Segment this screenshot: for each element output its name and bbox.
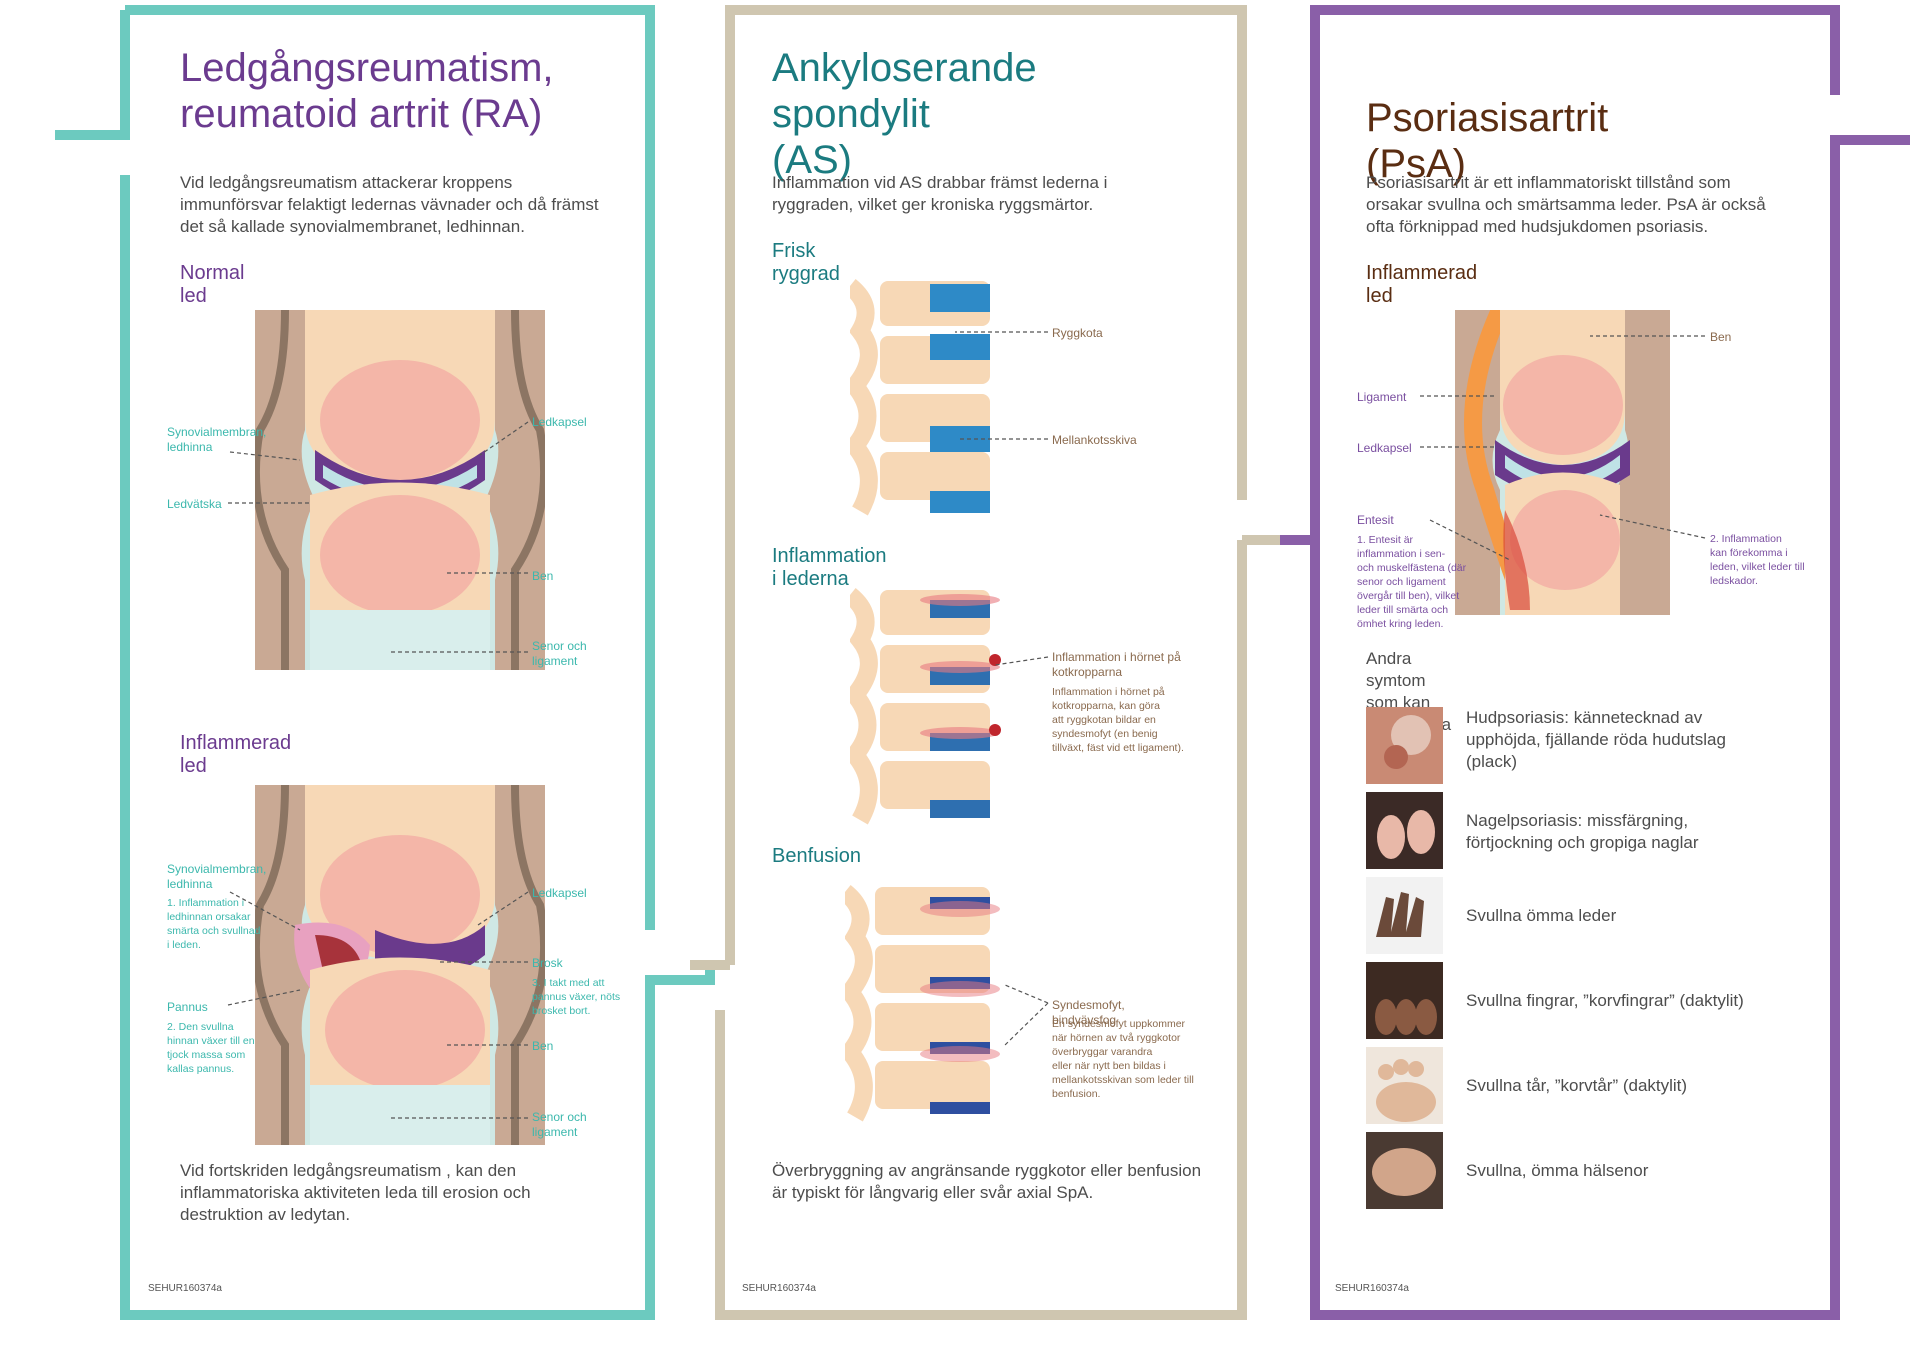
as-title-line1: Ankyloserande spondylit — [772, 46, 1037, 136]
ra-title-line1: Ledgångsreumatism, — [180, 46, 554, 90]
ra-normal-ledkapsel-label: Ledkapsel — [532, 415, 587, 429]
ra-brosk-label: Brosk — [532, 956, 563, 970]
symptom-item: Hudpsoriasis: kännetecknad av upphöjda, … — [1366, 707, 1786, 785]
psa-ben-label: Ben — [1710, 330, 1732, 344]
as-outro: Överbryggning av angränsande ryggkotor e… — [772, 1161, 1202, 1202]
as-mellan-label: Mellankotsskiva — [1052, 433, 1137, 447]
ra-inflamed-synovial-label: Synovialmembran, ledhinna — [167, 862, 267, 891]
heel-icon — [1366, 1132, 1443, 1209]
toes-icon — [1366, 1047, 1443, 1124]
ra-outro: Vid fortskriden ledgångsreumatism , kan … — [180, 1161, 531, 1224]
psa-inflam-note: 2. Inflammation kan förekomma i leden, v… — [1710, 533, 1805, 587]
symptom-text: Svullna, ömma hälsenor — [1466, 1161, 1649, 1180]
as-fusion-label: Syndesmofyt, bindvävsfog — [1052, 998, 1125, 1027]
ra-code: SEHUR160374a — [148, 1283, 222, 1294]
symptom-item: Svullna tår, ”korvtår” (daktylit) — [1366, 1047, 1786, 1125]
psa-ligament-label: Ligament — [1357, 390, 1407, 404]
ra-inflamed-synovial-note: 1. Inflammation i ledhinnan orsakar smär… — [167, 897, 261, 951]
as-code: SEHUR160374a — [742, 1283, 816, 1294]
psa-entesit-label: Entesit — [1357, 513, 1394, 527]
ra-inflamed-senor-label: Senor och ligament — [532, 1110, 587, 1139]
fingers-icon — [1366, 962, 1443, 1039]
ra-title: Ledgångsreumatism, reumatoid artrit (RA) — [180, 45, 554, 137]
ra-pannus-label: Pannus — [167, 1000, 208, 1014]
symptom-item: Svullna fingrar, ”korvfingrar” (daktylit… — [1366, 962, 1786, 1040]
as-intro: Inflammation vid AS drabbar främst leder… — [772, 173, 1108, 214]
inflamed-joint-diagram — [255, 785, 545, 1145]
ra-pannus-note: 2. Den svullna hinnan växer till en tjoc… — [167, 1021, 255, 1075]
ra-inflamed-ledkapsel-label: Ledkapsel — [532, 886, 587, 900]
as-fusion-heading: Benfusion — [772, 845, 861, 867]
as-inflam-label: Inflammation i hörnet på kotkropparna — [1052, 650, 1181, 679]
psa-ledkapsel-label: Ledkapsel — [1357, 441, 1412, 455]
as-title: Ankyloserande spondylit (AS) — [772, 45, 1037, 183]
inflamed-spine-diagram — [850, 587, 1001, 825]
ra-normal-heading: Normal led — [180, 262, 245, 307]
psa-code: SEHUR160374a — [1335, 1283, 1409, 1294]
as-healthy-heading: Frisk ryggrad — [772, 240, 840, 285]
psa-intro: Psoriasisartrit är ett inflammatoriskt t… — [1366, 173, 1766, 236]
psa-heading: Inflammerad led — [1366, 262, 1478, 307]
symptom-text: Svullna ömma leder — [1466, 906, 1617, 925]
ra-inflamed-ben-label: Ben — [532, 1039, 554, 1053]
ra-normal-synovial-label: Synovialmembran, ledhinna — [167, 425, 267, 454]
symptom-item: Svullna, ömma hälsenor — [1366, 1132, 1786, 1210]
ra-normal-ben-label: Ben — [532, 569, 554, 583]
symptom-text: Hudpsoriasis: kännetecknad av upphöjda, … — [1466, 708, 1726, 771]
as-inflam-heading: Inflammation i lederna — [772, 545, 887, 590]
ra-title-line2: reumatoid artrit (RA) — [180, 92, 543, 136]
nail-icon — [1366, 792, 1443, 869]
symptom-text: Nagelpsoriasis: missfärgning, förtjockni… — [1466, 811, 1699, 852]
symptom-text: Svullna fingrar, ”korvfingrar” (daktylit… — [1466, 991, 1744, 1010]
ra-inflamed-heading: Inflammerad led — [180, 732, 292, 777]
skin-plaque-icon — [1366, 707, 1443, 784]
psa-joint-diagram — [1455, 310, 1670, 615]
ra-normal-senor-label: Senor och ligament — [532, 639, 587, 668]
symptom-text: Svullna tår, ”korvtår” (daktylit) — [1466, 1076, 1688, 1095]
psa-entesit-note: 1. Entesit är inflammation i sen- och mu… — [1357, 534, 1467, 630]
as-inflam-note: Inflammation i hörnet på kotkropparna, k… — [1052, 686, 1184, 754]
hand-icon — [1366, 877, 1443, 954]
symptom-item: Nagelpsoriasis: missfärgning, förtjockni… — [1366, 792, 1786, 870]
ra-brosk-note: 3. I takt med att pannus växer, nöts bro… — [532, 977, 621, 1017]
ra-normal-ledvatska-label: Ledvätska — [167, 497, 222, 511]
psa-title: Psoriasisartrit (PsA) — [1366, 96, 1609, 186]
as-ryggkota-label: Ryggkota — [1052, 326, 1103, 340]
as-title-line2: (AS) — [772, 138, 852, 182]
fusion-spine-diagram — [845, 884, 1000, 1122]
healthy-spine-diagram — [850, 278, 990, 516]
symptom-item: Svullna ömma leder — [1366, 877, 1786, 955]
normal-joint-diagram — [255, 310, 545, 670]
as-fusion-note: En syndesmofyt uppkommer när hörnen av t… — [1052, 1018, 1194, 1100]
ra-intro: Vid ledgångsreumatism attackerar kroppen… — [180, 173, 599, 236]
